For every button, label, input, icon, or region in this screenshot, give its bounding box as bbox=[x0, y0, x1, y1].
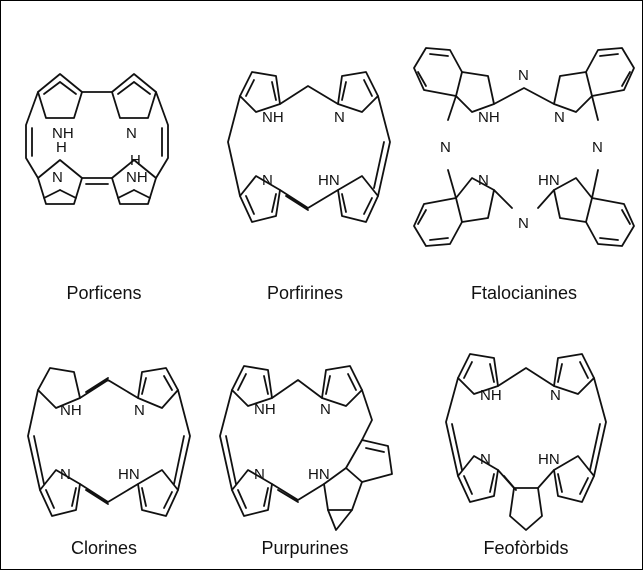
structure-porfirines bbox=[227, 71, 391, 223]
atom-n-purpurines-bottom: N bbox=[254, 466, 265, 483]
atom-nh-porficens-bottom: NH bbox=[126, 169, 148, 186]
atom-nh-ftalo: NH bbox=[478, 109, 500, 126]
atom-hn-clorines: HN bbox=[118, 466, 140, 483]
caption-feoforbids: Feofòrbids bbox=[483, 538, 569, 558]
atom-n-ftalo-bottom: N bbox=[518, 215, 529, 232]
atom-n-feoforbids-bottom: N bbox=[480, 451, 491, 468]
atom-n-ftalo-top: N bbox=[518, 67, 529, 84]
atom-n-ftalo-right: N bbox=[554, 109, 565, 126]
caption-purpurines: Purpurines bbox=[261, 538, 349, 558]
atom-n-ftalo-bottom-left: N bbox=[478, 172, 489, 189]
structure-feoforbids bbox=[445, 353, 607, 531]
atom-n-porficens-bottom: N bbox=[52, 169, 63, 186]
structure-ftalocianines bbox=[413, 47, 635, 247]
atom-hn-purpurines: HN bbox=[308, 466, 330, 483]
atom-n-feoforbids-top: N bbox=[550, 387, 561, 404]
atom-nh-clorines: NH bbox=[60, 402, 82, 419]
atom-hn-porfirines: HN bbox=[318, 172, 340, 189]
atom-n-porficens-top: N bbox=[126, 125, 137, 142]
atom-n-ftalo-east: N bbox=[592, 139, 603, 156]
caption-porfirines: Porfirines bbox=[266, 283, 344, 303]
atom-n-clorines-top: N bbox=[134, 402, 145, 419]
caption-porficens: Porficens bbox=[66, 283, 142, 303]
atom-h-porficens-bottom: H bbox=[130, 152, 141, 169]
atom-h-porficens-top: H bbox=[56, 139, 67, 156]
atom-nh-feoforbids: NH bbox=[480, 387, 502, 404]
atom-n-porfirines-bottom: N bbox=[262, 172, 273, 189]
atom-n-ftalo-left: N bbox=[440, 139, 451, 156]
atom-n-porfirines-top: N bbox=[334, 109, 345, 126]
structure-clorines bbox=[27, 367, 191, 517]
atom-nh-porfirines: NH bbox=[262, 109, 284, 126]
atom-hn-ftalo: HN bbox=[538, 172, 560, 189]
caption-clorines: Clorines bbox=[70, 538, 138, 558]
atom-hn-feoforbids: HN bbox=[538, 451, 560, 468]
caption-ftalocianines: Ftalocianines bbox=[470, 283, 578, 303]
atom-n-clorines-bottom: N bbox=[60, 466, 71, 483]
structure-porficens bbox=[25, 73, 169, 205]
atom-nh-purpurines: NH bbox=[254, 401, 276, 418]
structure-purpurines bbox=[219, 365, 393, 531]
atom-nh-porficens: NH bbox=[52, 125, 74, 142]
atom-n-purpurines-top: N bbox=[320, 401, 331, 418]
